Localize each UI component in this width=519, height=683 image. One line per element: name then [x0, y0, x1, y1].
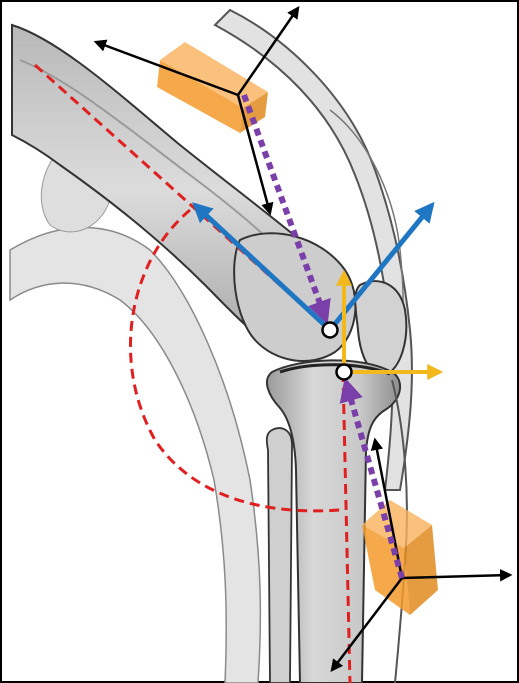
fibula-bone	[267, 428, 292, 683]
tibial-joint-center	[337, 365, 352, 380]
femoral-joint-center	[323, 323, 338, 338]
